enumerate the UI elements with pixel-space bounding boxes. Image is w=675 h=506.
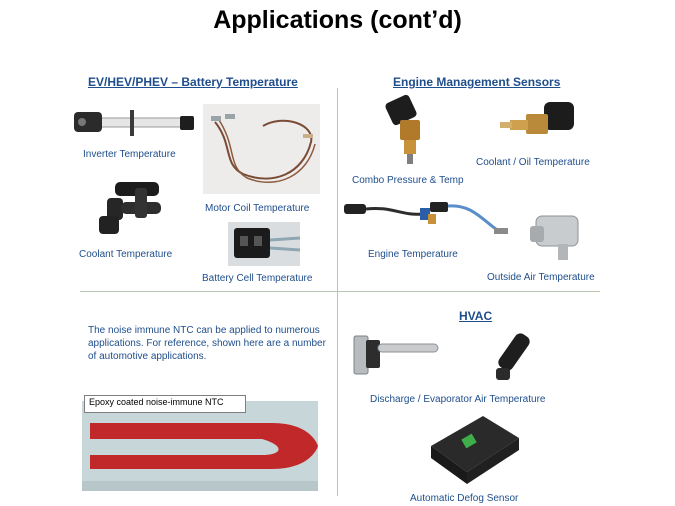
- battery-cell-sensor-image: [228, 222, 301, 266]
- vertical-divider: [337, 88, 338, 496]
- discharge-evaporator-caption: Discharge / Evaporator Air Temperature: [370, 394, 546, 405]
- combo-sensor-image: [385, 94, 420, 164]
- inverter-temperature-caption: Inverter Temperature: [83, 149, 176, 160]
- hvac-section-heading: HVAC: [459, 309, 493, 323]
- defog-sensor-image: [431, 416, 519, 484]
- epoxy-label: Epoxy coated noise-immune NTC: [89, 397, 224, 407]
- coolant-sensor-image: [99, 182, 161, 234]
- coolant-temperature-caption: Coolant Temperature: [79, 249, 173, 260]
- battery-cell-temperature-caption: Battery Cell Temperature: [202, 273, 313, 284]
- outside-air-sensor-image: [530, 215, 579, 260]
- engine-temperature-caption: Engine Temperature: [368, 249, 458, 260]
- evaporator-sensor-image: [496, 333, 530, 380]
- battery-section-heading: EV/HEV/PHEV – Battery Temperature: [88, 75, 298, 89]
- automatic-defog-caption: Automatic Defog Sensor: [410, 493, 519, 504]
- engine-section-heading: Engine Management Sensors: [393, 75, 561, 89]
- horizontal-divider: [80, 291, 600, 292]
- combo-pressure-temp-caption: Combo Pressure & Temp: [352, 175, 464, 186]
- noise-immune-note: The noise immune NTC can be applied to n…: [88, 325, 326, 362]
- page-title: Applications (cont’d): [213, 6, 462, 34]
- discharge-sensor-image: [353, 335, 439, 375]
- inverter-sensor-image: [74, 110, 194, 136]
- motor-coil-temperature-caption: Motor Coil Temperature: [205, 203, 310, 214]
- coolant-oil-temperature-caption: Coolant / Oil Temperature: [476, 157, 590, 168]
- epoxy-label-box: [84, 395, 246, 413]
- coolant-oil-sensor-image: [500, 102, 574, 134]
- outside-air-temperature-caption: Outside Air Temperature: [487, 272, 595, 283]
- motor-coil-sensor-image: [203, 104, 320, 194]
- epoxy-ntc-image: [82, 401, 318, 491]
- engine-temperature-sensor-image: [344, 202, 508, 234]
